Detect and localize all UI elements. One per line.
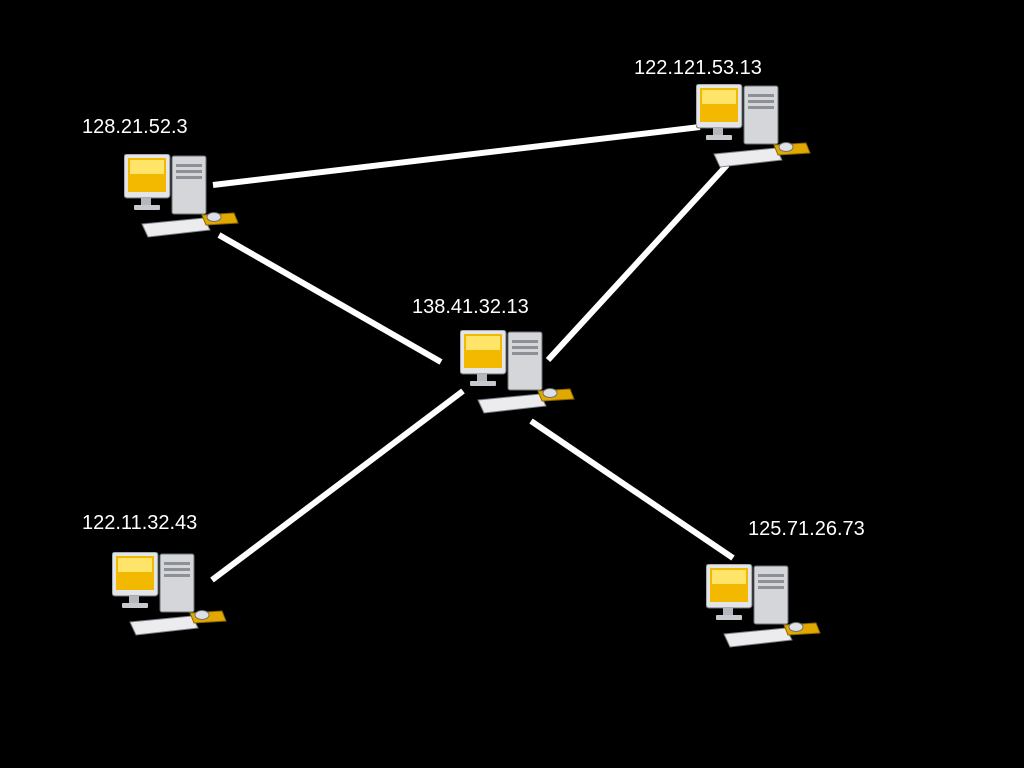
node-label-n1: 128.21.52.3: [82, 116, 188, 138]
desktop-computer-icon: [112, 552, 227, 636]
link-n3-n4: [210, 388, 465, 583]
link-n1-n2: [212, 124, 701, 188]
computer-shape: [706, 564, 821, 648]
desktop-computer-icon: [696, 84, 811, 168]
desktop-computer-icon: [706, 564, 821, 648]
link-n2-n3: [545, 162, 730, 363]
node-label-n3: 138.41.32.13: [412, 296, 529, 318]
link-n3-n5: [529, 418, 735, 561]
desktop-computer-icon: [124, 154, 239, 238]
computer-shape: [124, 154, 239, 238]
desktop-computer-icon: [460, 330, 575, 414]
computer-shape: [696, 84, 811, 168]
computer-shape: [112, 552, 227, 636]
link-n1-n3: [217, 232, 443, 365]
node-label-n2: 122.121.53.13: [634, 57, 762, 79]
node-label-n4: 122.11.32.43: [82, 512, 198, 534]
computer-shape: [460, 330, 575, 414]
node-label-n5: 125.71.26.73: [748, 518, 865, 540]
